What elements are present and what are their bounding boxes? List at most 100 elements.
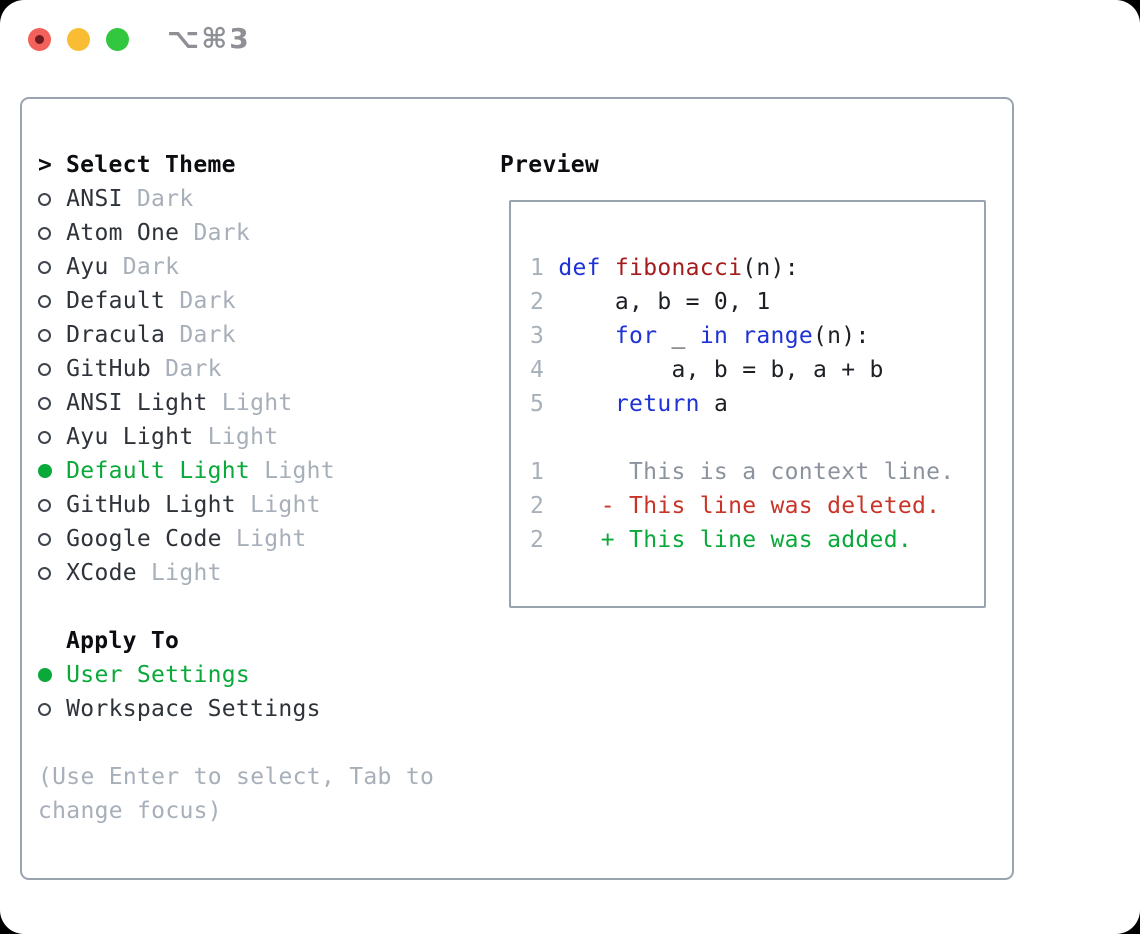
- code-segment: a, b = 0, 1: [544, 289, 771, 315]
- theme-name: Atom One: [52, 220, 180, 246]
- code-segment: for: [614, 323, 658, 349]
- theme-option[interactable]: Default Dark: [38, 284, 434, 318]
- apply-to-name: Workspace Settings: [52, 696, 321, 722]
- hint-section: (Use Enter to select, Tab to change focu…: [38, 760, 434, 828]
- theme-option[interactable]: Ayu Dark: [38, 250, 434, 284]
- code-line: 2 - This line was deleted.: [530, 489, 984, 523]
- theme-name: GitHub: [52, 356, 152, 382]
- hint-line: change focus): [38, 798, 222, 824]
- theme-name: Dracula: [52, 322, 166, 348]
- apply-to-section: Apply To User Settings Workspace Setting…: [38, 624, 434, 726]
- radio-unselected-icon: [38, 522, 52, 556]
- theme-option[interactable]: GitHub Light Light: [38, 488, 434, 522]
- theme-option[interactable]: GitHub Dark: [38, 352, 434, 386]
- code-segment: _: [657, 323, 700, 349]
- window-shortcut-label: ⌥⌘3: [167, 22, 251, 55]
- theme-list: >Select Theme ANSI Dark Atom One Dark Ay…: [38, 148, 434, 590]
- code-segment: fibonacci: [614, 255, 743, 281]
- radio-unselected-icon: [38, 216, 52, 250]
- code-segment: [544, 255, 558, 281]
- code-segment: a: [699, 391, 729, 417]
- theme-option[interactable]: Ayu Light Light: [38, 420, 434, 454]
- radio-unselected-icon: [38, 250, 52, 284]
- code-line: [530, 421, 984, 455]
- close-button[interactable]: [28, 28, 51, 51]
- theme-name: ANSI: [52, 186, 123, 212]
- theme-selector: >Select Theme ANSI Dark Atom One Dark Ay…: [38, 148, 434, 828]
- code-segment: [544, 323, 615, 349]
- theme-option[interactable]: ANSI Dark: [38, 182, 434, 216]
- code-segment: (n):: [742, 255, 799, 281]
- radio-unselected-icon: [38, 386, 52, 420]
- theme-name: Default Light: [52, 458, 251, 484]
- radio-unselected-icon: [38, 182, 52, 216]
- code-line: 3 for _ in range(n):: [530, 319, 984, 353]
- code-line: 5 return a: [530, 387, 984, 421]
- theme-option[interactable]: Default Light Light: [38, 454, 434, 488]
- theme-variant: Dark: [165, 322, 236, 348]
- theme-variant: Dark: [179, 220, 251, 246]
- theme-name: Ayu: [52, 254, 109, 280]
- code-segment: [544, 493, 601, 519]
- code-line: 4 a, b = b, a + b: [530, 353, 984, 387]
- code-line: 1 This is a context line.: [530, 455, 984, 489]
- theme-option[interactable]: Dracula Dark: [38, 318, 434, 352]
- radio-unselected-icon: [38, 284, 52, 318]
- theme-list-title: >Select Theme: [38, 148, 434, 182]
- theme-variant: Light: [193, 424, 279, 450]
- theme-name: Default: [52, 288, 166, 314]
- theme-variant: Dark: [151, 356, 222, 382]
- code-segment: [728, 323, 742, 349]
- radio-unselected-icon: [38, 352, 52, 386]
- theme-variant: Light: [250, 458, 335, 484]
- code-segment: 2: [530, 527, 545, 553]
- apply-to-option[interactable]: Workspace Settings: [38, 692, 434, 726]
- theme-name: Google Code: [52, 526, 222, 552]
- code-segment: 2: [530, 493, 545, 519]
- code-segment: - This line was deleted.: [600, 493, 941, 519]
- theme-variant: Light: [207, 390, 293, 416]
- apply-to-option[interactable]: User Settings: [38, 658, 434, 692]
- close-dot-icon: [35, 35, 44, 44]
- code-segment: This is a context line.: [544, 459, 955, 485]
- hint-line: (Use Enter to select, Tab to: [38, 764, 435, 790]
- radio-unselected-icon: [38, 318, 52, 352]
- code-segment: range: [742, 323, 814, 349]
- code-segment: def: [558, 255, 601, 281]
- code-segment: 1: [530, 459, 545, 485]
- code-segment: 4: [530, 357, 545, 383]
- theme-option[interactable]: Atom One Dark: [38, 216, 434, 250]
- radio-selected-icon: [38, 658, 52, 692]
- theme-option[interactable]: Google Code Light: [38, 522, 434, 556]
- theme-list-title-label: Select Theme: [66, 152, 236, 178]
- preview-title: Preview: [500, 152, 600, 178]
- code-segment: [544, 527, 601, 553]
- theme-name: GitHub Light: [52, 492, 236, 518]
- radio-unselected-icon: [38, 420, 52, 454]
- radio-selected-icon: [38, 454, 52, 488]
- code-segment: 2: [530, 289, 545, 315]
- code-segment: 3: [530, 323, 545, 349]
- theme-name: XCode: [52, 560, 137, 586]
- theme-variant: Dark: [165, 288, 236, 314]
- apply-to-name: User Settings: [52, 662, 251, 688]
- code-segment: 1: [530, 255, 545, 281]
- code-line: 1 def fibonacci(n):: [530, 251, 984, 285]
- code-segment: in: [699, 323, 729, 349]
- code-segment: a, b = b, a + b: [544, 357, 884, 383]
- theme-name: ANSI Light: [52, 390, 208, 416]
- code-line: 2 a, b = 0, 1: [530, 285, 984, 319]
- theme-option[interactable]: XCode Light: [38, 556, 434, 590]
- zoom-button[interactable]: [106, 28, 129, 51]
- radio-unselected-icon: [38, 488, 52, 522]
- theme-variant: Dark: [122, 186, 194, 212]
- radio-unselected-icon: [38, 556, 52, 590]
- minimize-button[interactable]: [67, 28, 90, 51]
- theme-option[interactable]: ANSI Light Light: [38, 386, 434, 420]
- code-segment: + This line was added.: [600, 527, 912, 553]
- theme-name: Ayu Light: [52, 424, 194, 450]
- theme-settings-panel: >Select Theme ANSI Dark Atom One Dark Ay…: [20, 97, 1014, 880]
